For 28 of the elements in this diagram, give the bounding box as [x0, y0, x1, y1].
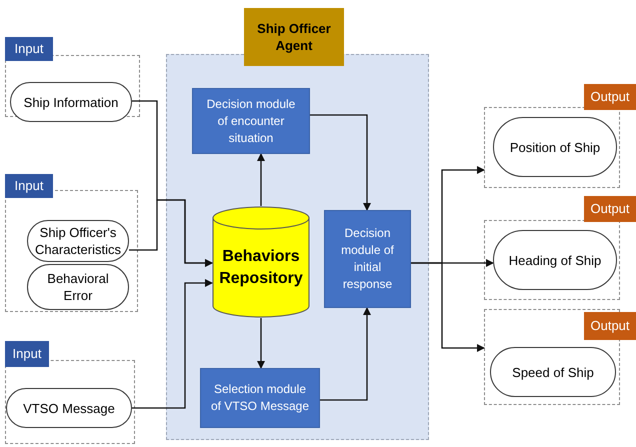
group-tab: Input	[5, 37, 53, 61]
node-label: Position of Ship	[510, 138, 600, 156]
group-tab: Input	[5, 174, 53, 198]
group-tab: Ship Officer Agent	[244, 8, 344, 66]
node-label: Speed of Ship	[512, 364, 594, 380]
group-tab: Input	[5, 341, 49, 367]
connector-arrow	[411, 262, 485, 352]
group-tab: Output	[584, 84, 636, 110]
process-box	[324, 210, 411, 308]
connector-arrow	[129, 199, 213, 267]
connector-arrow	[320, 307, 371, 401]
node-label: Heading of Ship	[508, 252, 602, 268]
node-label: Behavioral Error	[46, 270, 110, 304]
connector-arrow	[310, 114, 371, 211]
node-label: Decision module of encounter situation	[206, 96, 296, 146]
connector-arrow	[257, 153, 265, 206]
process-box	[200, 368, 320, 428]
node-label: Behaviors Repository	[218, 247, 304, 289]
node-label: Ship Information	[24, 94, 118, 110]
group-tab: Output	[584, 312, 636, 340]
node-label: VTSO Message	[23, 400, 115, 416]
process-box	[192, 88, 310, 154]
node-label: Selection module of VTSO Message	[210, 381, 310, 415]
node-label: Decision module of initial response	[340, 225, 395, 293]
node-label: Ship Officer's Characteristics	[35, 224, 121, 258]
connector-arrow	[132, 279, 213, 409]
connector-arrow	[257, 318, 265, 369]
group-tab: Output	[584, 196, 636, 222]
